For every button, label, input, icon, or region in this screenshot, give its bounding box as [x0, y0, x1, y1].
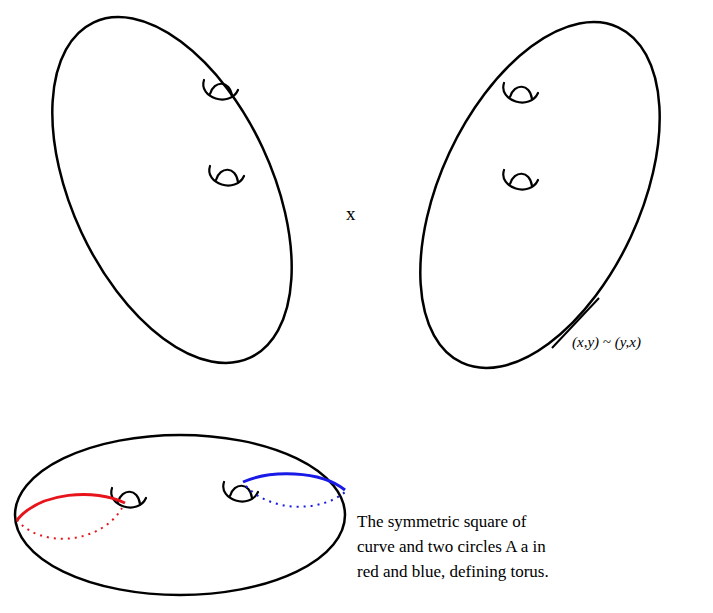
blue-circle-hidden [246, 486, 345, 507]
surface-outline [3, 0, 341, 400]
hole-lower-arc [503, 83, 538, 102]
handle-holes [111, 80, 538, 507]
quotient-relation: (x,y) ~ (y,x) [572, 334, 641, 351]
hole-lower-arc [111, 488, 146, 507]
red-circle-hidden [17, 508, 122, 539]
hole-lower-arc [503, 170, 538, 189]
hole-upper-arc [216, 170, 238, 182]
caption: The symmetric square of curve and two ci… [357, 509, 557, 584]
surface-outline [371, 0, 709, 405]
hole-upper-arc [510, 174, 532, 186]
surface-outline [15, 435, 345, 595]
red-circle [17, 494, 125, 520]
hole-upper-arc [510, 87, 532, 99]
product-sign: x [346, 203, 356, 225]
hole-lower-arc [203, 80, 238, 99]
blue-circle [243, 474, 345, 490]
hole-upper-arc [210, 84, 232, 96]
hole-upper-arc [230, 486, 252, 498]
hole-lower-arc [209, 166, 244, 185]
